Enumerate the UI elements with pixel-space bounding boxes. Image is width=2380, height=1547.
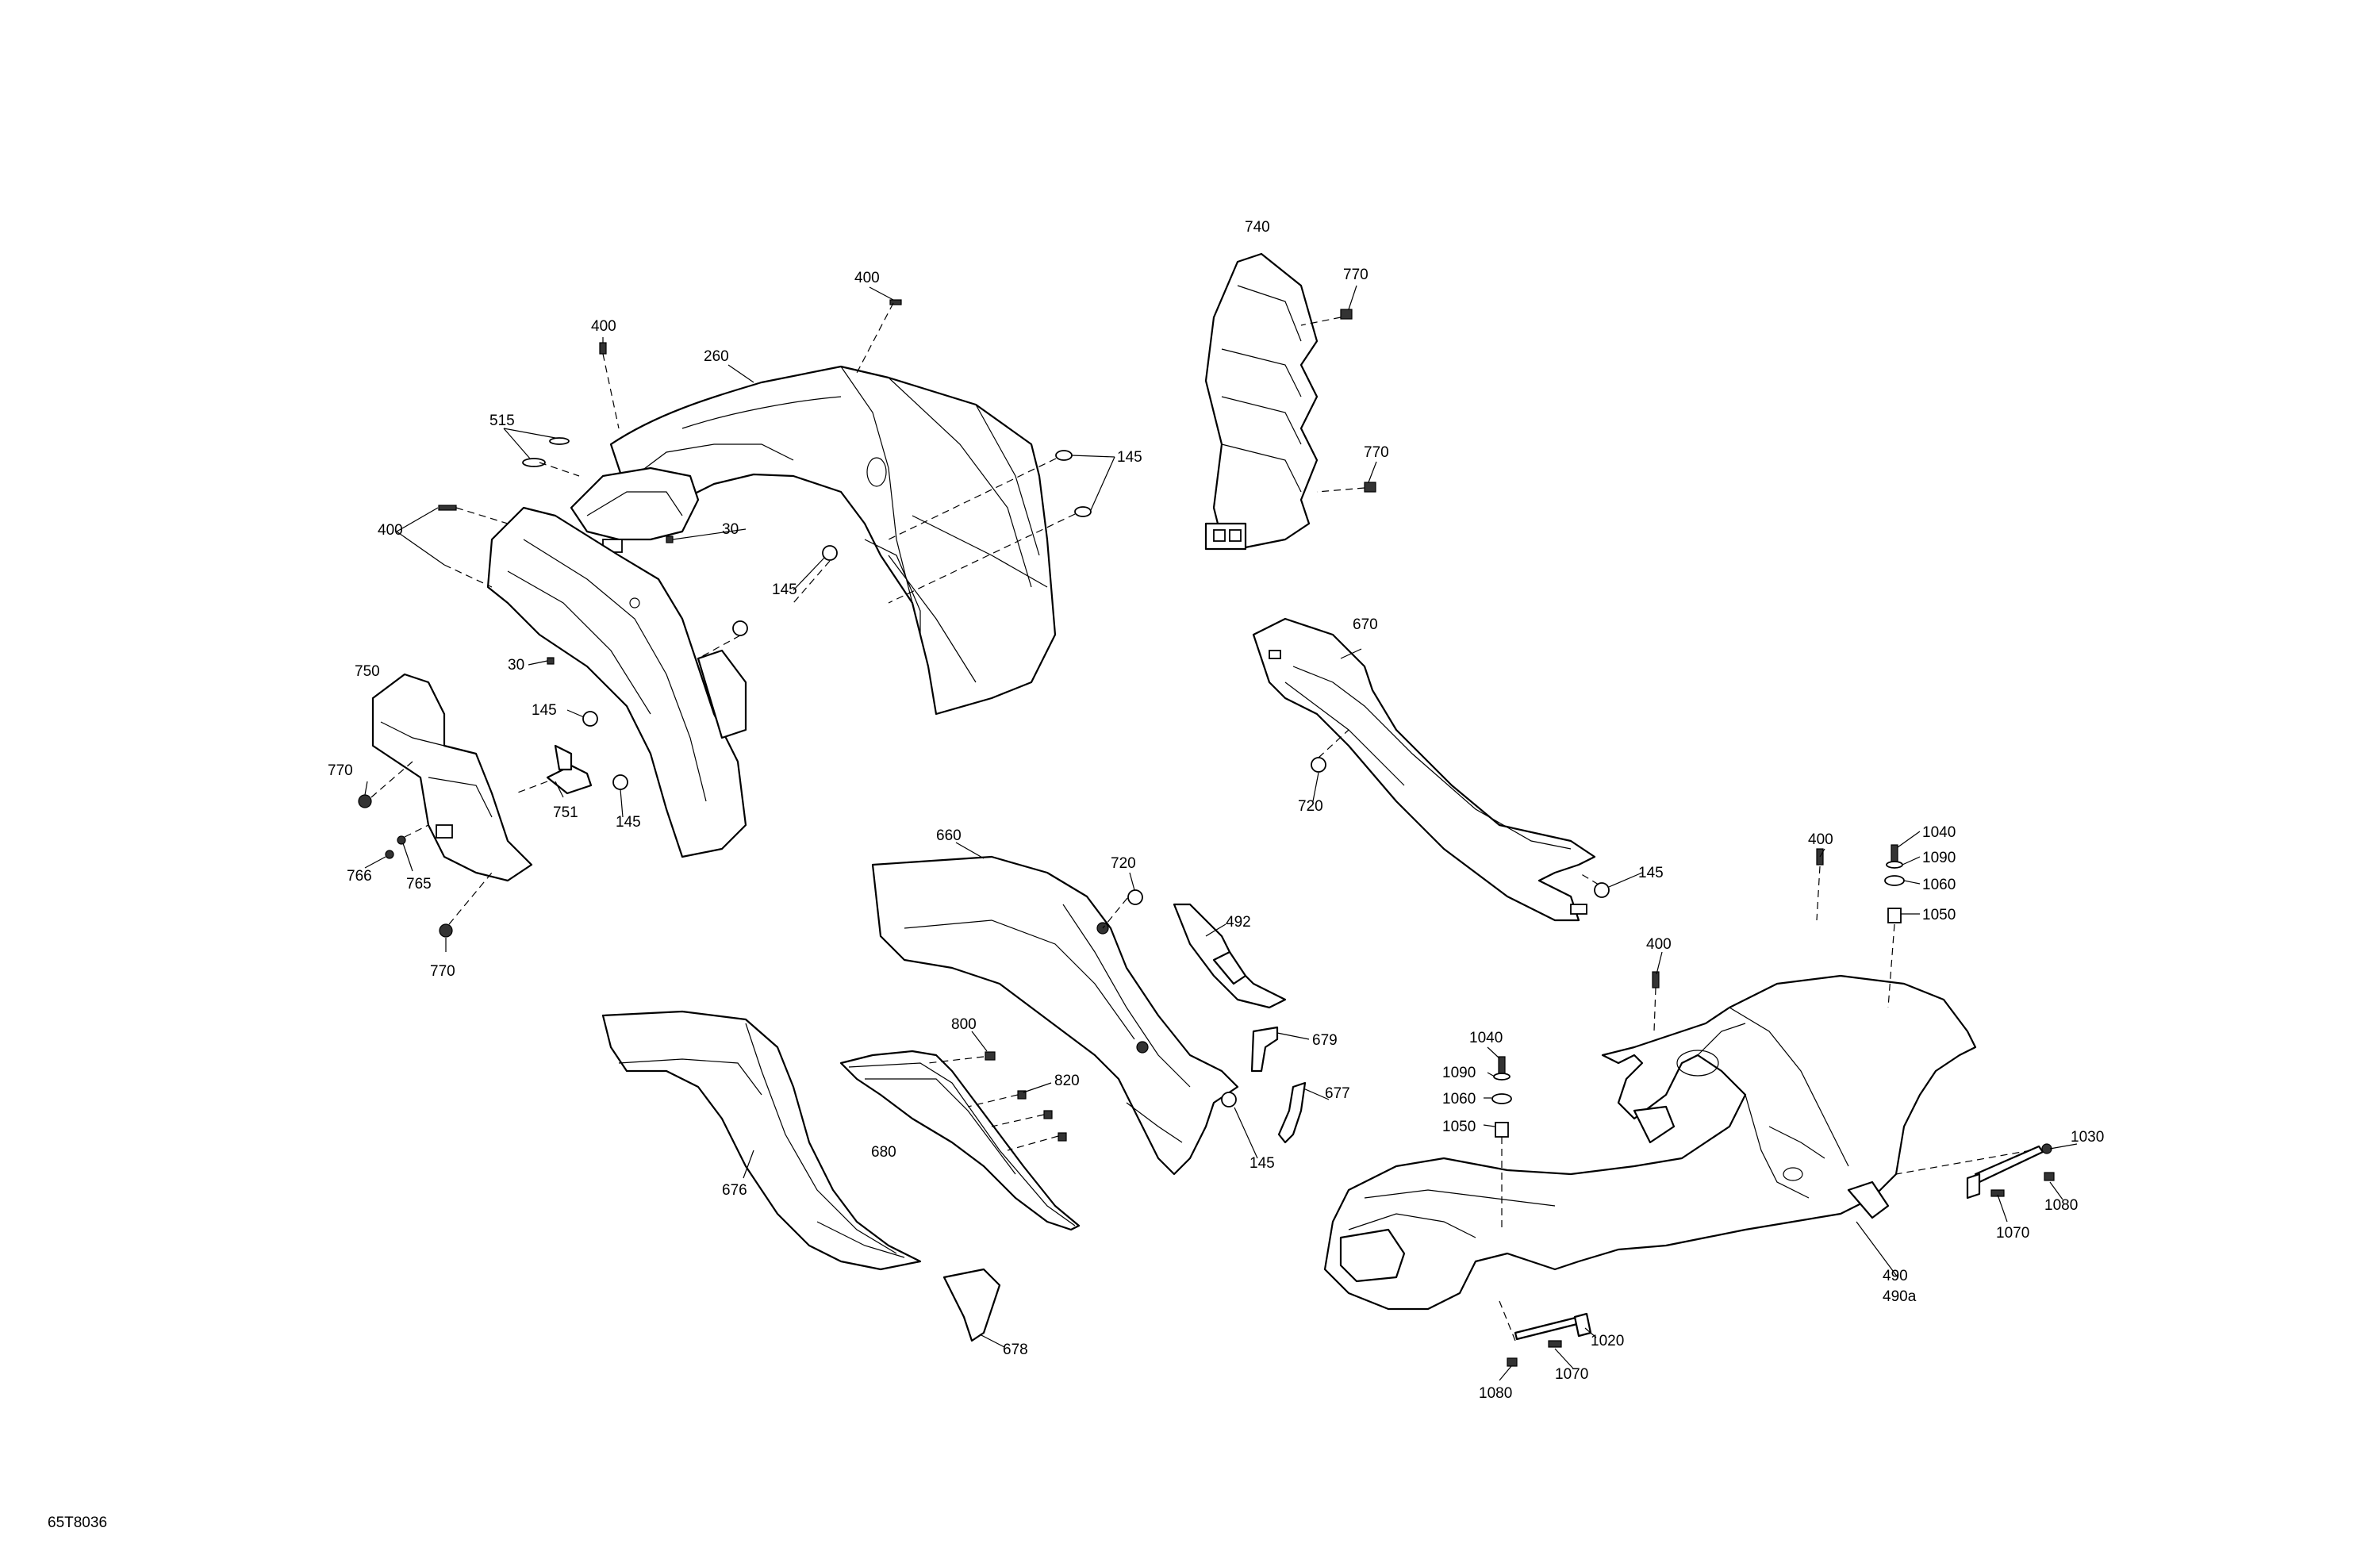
part-1030-rod bbox=[1966, 1143, 2052, 1200]
callout-720-fender: 720 bbox=[1111, 855, 1136, 872]
part-750-lower-bracket bbox=[371, 673, 533, 882]
callout-770-upper: 770 bbox=[1343, 267, 1368, 283]
callout-400-left: 400 bbox=[378, 522, 403, 539]
callout-1070-right: 1070 bbox=[1996, 1225, 2029, 1242]
callout-1020: 1020 bbox=[1591, 1333, 1624, 1349]
callout-400-console-left: 400 bbox=[1646, 936, 1672, 953]
part-677-bracket bbox=[1277, 1081, 1307, 1144]
part-492-trim-strip bbox=[1173, 903, 1287, 1009]
callout-260: 260 bbox=[704, 348, 729, 365]
callout-labels: 260 400 400 400 515 30 30 145 145 145 14… bbox=[328, 219, 2104, 1402]
callout-678: 678 bbox=[1003, 1342, 1028, 1358]
callout-720-rail: 720 bbox=[1298, 798, 1323, 815]
callout-679: 679 bbox=[1312, 1032, 1338, 1049]
callout-770-left: 770 bbox=[328, 762, 353, 779]
callout-145-mid: 145 bbox=[772, 582, 797, 598]
part-679-bracket bbox=[1250, 1026, 1279, 1073]
callout-1080-right: 1080 bbox=[2044, 1197, 2078, 1214]
callout-820: 820 bbox=[1054, 1073, 1080, 1089]
callout-145-rail: 145 bbox=[1638, 865, 1664, 881]
callout-30-lower: 30 bbox=[508, 657, 524, 674]
part-670-side-rail bbox=[1252, 617, 1596, 922]
callout-1030: 1030 bbox=[2071, 1129, 2104, 1146]
callout-1060-right: 1060 bbox=[1922, 877, 1956, 893]
callout-676: 676 bbox=[722, 1182, 747, 1199]
callout-490a: 490a bbox=[1883, 1288, 1917, 1305]
part-680-grab-handle bbox=[839, 1050, 1081, 1231]
callout-1080-bottom: 1080 bbox=[1479, 1385, 1512, 1402]
callout-1090-right: 1090 bbox=[1922, 850, 1956, 866]
part-260-front-fairing bbox=[609, 365, 1057, 716]
hardware-fasteners bbox=[358, 299, 2055, 1367]
callout-1050-right: 1050 bbox=[1922, 907, 1956, 923]
part-490-console bbox=[1323, 974, 1977, 1311]
callout-670: 670 bbox=[1353, 616, 1378, 633]
callout-740: 740 bbox=[1245, 219, 1270, 236]
callout-1050-left: 1050 bbox=[1442, 1119, 1476, 1135]
leader-lines bbox=[364, 285, 2078, 1381]
part-678-cap bbox=[942, 1268, 1001, 1342]
callout-30-upper: 30 bbox=[722, 521, 739, 538]
callout-800: 800 bbox=[951, 1016, 977, 1033]
callout-145-lower-left: 145 bbox=[616, 814, 641, 831]
callout-1040-left: 1040 bbox=[1469, 1030, 1503, 1046]
callout-145-left: 145 bbox=[532, 702, 557, 719]
callout-400-top: 400 bbox=[854, 270, 880, 286]
part-740-side-bracket bbox=[1204, 252, 1319, 551]
callout-750: 750 bbox=[355, 663, 380, 680]
part-1020-rod bbox=[1514, 1312, 1592, 1341]
callout-492: 492 bbox=[1226, 914, 1251, 931]
part-751-clip bbox=[546, 744, 593, 795]
callout-145-right: 145 bbox=[1117, 449, 1142, 466]
callout-490: 490 bbox=[1883, 1268, 1908, 1284]
callout-400-console-right: 400 bbox=[1808, 831, 1833, 848]
callout-770-bottom: 770 bbox=[430, 963, 455, 980]
callout-765: 765 bbox=[406, 876, 432, 892]
callout-1040-right: 1040 bbox=[1922, 824, 1956, 841]
callout-680: 680 bbox=[871, 1144, 896, 1161]
callout-145-fender: 145 bbox=[1250, 1155, 1275, 1172]
callout-677: 677 bbox=[1325, 1085, 1350, 1102]
part-676-lower-panel bbox=[601, 1010, 922, 1271]
callout-1070-bottom: 1070 bbox=[1555, 1366, 1588, 1383]
callout-751: 751 bbox=[553, 804, 578, 821]
callout-1060-left: 1060 bbox=[1442, 1091, 1476, 1107]
callout-515: 515 bbox=[489, 413, 515, 429]
callout-660: 660 bbox=[936, 827, 962, 844]
callout-400-left-upper: 400 bbox=[591, 318, 616, 335]
diagram-code: 65T8036 bbox=[48, 1514, 107, 1531]
part-side-panel-left bbox=[486, 506, 747, 858]
callout-766: 766 bbox=[347, 868, 372, 885]
callout-1090-left: 1090 bbox=[1442, 1065, 1476, 1081]
callout-770-mid: 770 bbox=[1364, 444, 1389, 461]
part-260-inner-bracket bbox=[570, 466, 700, 553]
